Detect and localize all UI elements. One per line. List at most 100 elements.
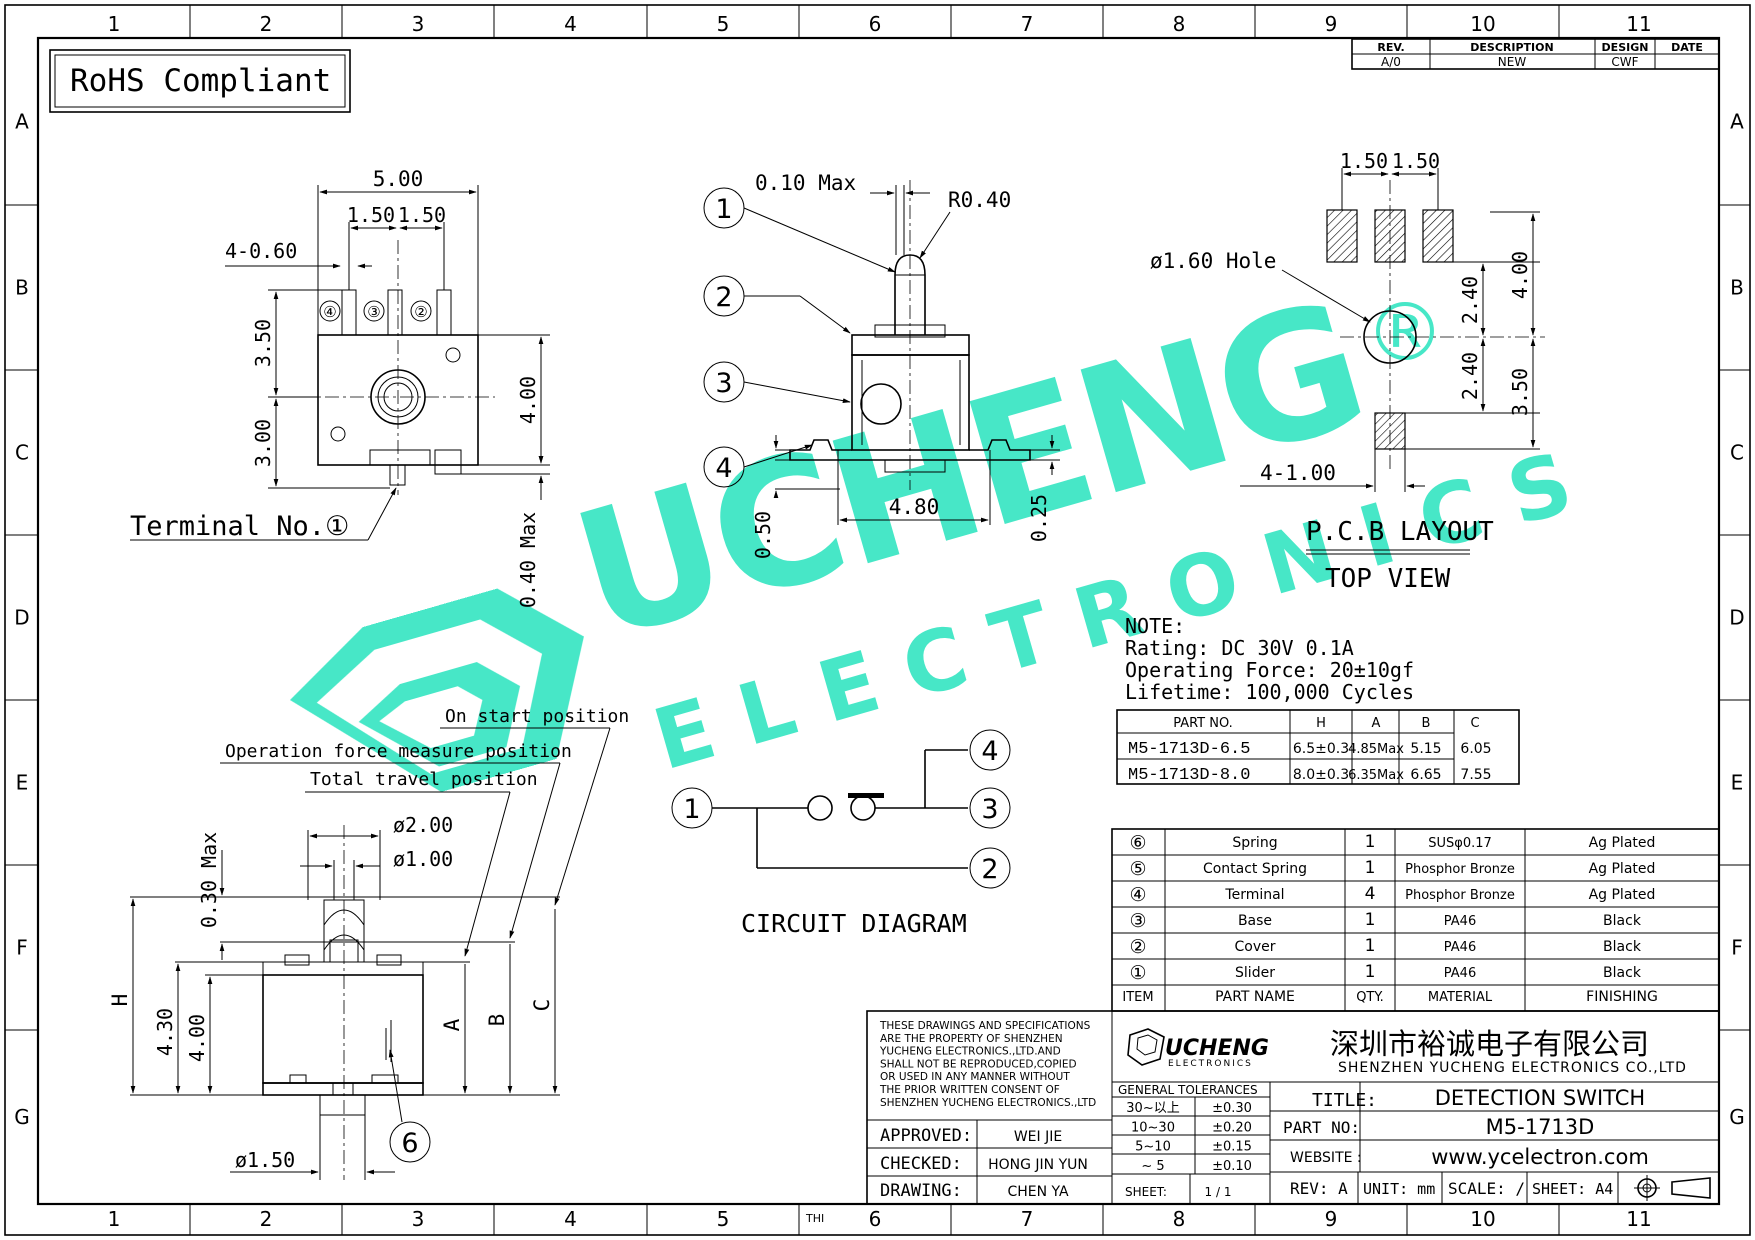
col-label-bottom: 5 [717,1207,730,1231]
sheet-value: 1 / 1 [1205,1185,1232,1199]
col-label-top: 1 [108,12,121,36]
part-table-cell: 5.15 [1410,741,1441,757]
svg-text:www.ycelectron.com: www.ycelectron.com [1431,1145,1649,1169]
scale-field: SCALE: / [1448,1179,1525,1198]
tolerance-value: ±0.20 [1212,1120,1252,1135]
part-table-header: A [1372,716,1381,731]
dim-dia-bottom: ø1.50 [235,1148,295,1172]
pin-label-4: ④ [323,303,336,321]
part-no-value: M5-1713D [1486,1115,1595,1139]
sheet-label: SHEET: [1125,1185,1167,1199]
note-lifetime: Lifetime: 100,000 Cycles [1125,680,1414,704]
col-label-top: 4 [564,12,577,36]
pcb-title: P.C.B LAYOUT [1306,517,1494,547]
circuit-diagram: 1 2 3 4 CIRCUIT DIAGRAM [671,729,1011,938]
dim-max-gap: 0.10 Max [755,171,856,195]
notes: NOTE: Rating: DC 30V 0.1A Operating Forc… [1125,614,1414,704]
sheet-size-field: SHEET: A4 [1532,1180,1613,1198]
callout-3: 3 [703,361,851,404]
rohs-box: RoHS Compliant [49,49,351,113]
col-label-bottom: 7 [1021,1207,1034,1231]
callout-1: 1 [703,187,896,273]
unit-field: UNIT: mm [1363,1180,1435,1198]
disclaimer-line: SHALL NOT BE REPRODUCED,COPIED [880,1058,1077,1070]
bom-finishing: Black [1603,965,1642,981]
part-table-header: C [1470,716,1479,731]
row-label-left: B [15,276,29,300]
col-label-bottom: 11 [1626,1207,1651,1231]
svg-text:1: 1 [683,794,700,825]
rev-field: REV: A [1290,1179,1348,1198]
dim-max-top: 0.30 Max [197,832,221,928]
row-label-right: B [1730,276,1744,300]
bom-finishing: Ag Plated [1589,887,1656,903]
pcb-dim-lower: 2.40 [1458,352,1482,400]
dim-A: A [440,1018,464,1031]
pcb-pitch-left: 1.50 [1340,149,1388,173]
callout-6: 6 [401,1128,418,1159]
svg-text:3: 3 [981,794,998,825]
part-table-cell: M5-1713D-6.5 [1128,740,1250,759]
pcb-dim-total-lower: 3.50 [1508,368,1532,416]
bom-item: ④ [1129,884,1146,906]
svg-text:2: 2 [715,282,732,313]
design-value: CWF [1611,55,1638,69]
col-label-top: 6 [869,12,882,36]
dim-C: C [530,999,554,1012]
tolerance-range: 30~以上 [1126,1101,1179,1116]
part-table-cell: 6.65 [1410,767,1441,783]
row-label-left: C [15,441,29,465]
disclaimer-line: ARE THE PROPERTY OF SHENZHEN [880,1033,1063,1045]
dim-body-height: 4.00 [516,376,540,424]
thi-mark: THI [805,1212,824,1225]
bom-qty: 1 [1365,858,1376,878]
col-label-bottom: 1 [108,1207,121,1231]
svg-text:4: 4 [981,736,998,767]
row-label-left: D [14,606,29,630]
node-3: 3 [969,787,1011,829]
disclaimer-line: YUCHENG ELECTRONICS.,LTD.AND [879,1046,1061,1058]
dim-right-height: 0.25 [1027,494,1051,542]
part-table-header: H [1316,716,1326,731]
bom-finishing: Ag Plated [1589,835,1656,851]
dim-dia-outer: ø2.00 [393,813,453,837]
bom-finishing: Ag Plated [1589,861,1656,877]
disclaimer-line: THESE DRAWINGS AND SPECIFICATIONS [879,1020,1091,1032]
note-rating: Rating: DC 30V 0.1A [1125,636,1354,660]
bom-item: ⑤ [1129,858,1146,880]
rev-value: A/0 [1381,55,1401,69]
circuit-title: CIRCUIT DIAGRAM [741,909,967,938]
tolerance-range: ~ 5 [1141,1159,1164,1174]
bom-part-name: Slider [1235,965,1275,981]
part-table-cell: 6.35Max [1348,768,1404,783]
pcb-pad-width: 4-1.00 [1260,461,1336,485]
bom-finishing: Black [1603,939,1642,955]
row-label-right: F [1731,936,1743,960]
logo-sub: ELECTRONICS [1168,1059,1253,1069]
checked-value: HONG JIN YUN [988,1157,1088,1173]
col-label-bottom: 6 [869,1207,882,1231]
col-label-top: 10 [1470,12,1495,36]
dim-height-upper: 3.50 [251,319,275,367]
description-value: NEW [1498,55,1527,69]
col-label-bottom: 3 [412,1207,425,1231]
watermark-reg: ® [1365,286,1445,379]
bom-qty: 4 [1365,884,1376,904]
drawing-value: CHEN YA [1007,1184,1069,1200]
tolerance-value: ±0.15 [1212,1140,1252,1155]
revision-table: REV. DESCRIPTION DESIGN DATE A/0 NEW CWF [1351,38,1720,70]
col-label-bottom: 2 [260,1207,273,1231]
website-link[interactable]: www.ycelectron.com [1431,1145,1649,1169]
website-label: WEBSITE : [1290,1150,1362,1166]
top-view: 5.00 1.50 1.50 4-0.60 ④ ③ ② 3.50 3.00 4 [130,167,550,608]
design-header: DESIGN [1602,41,1649,54]
svg-text:4: 4 [715,453,732,484]
dim-left-height: 0.50 [751,511,775,559]
company-en: SHENZHEN YUCHENG ELECTRONICS CO.,LTD [1338,1060,1687,1076]
company-logo: UCHENG ELECTRONICS [1127,1028,1269,1069]
dim-pitch-right: 1.50 [398,203,446,227]
terminal-label: Terminal No.① [130,511,349,542]
dim-h1: 4.30 [153,1008,177,1056]
dim-side-width: 4.80 [889,495,940,519]
bom-qty: 1 [1365,936,1376,956]
